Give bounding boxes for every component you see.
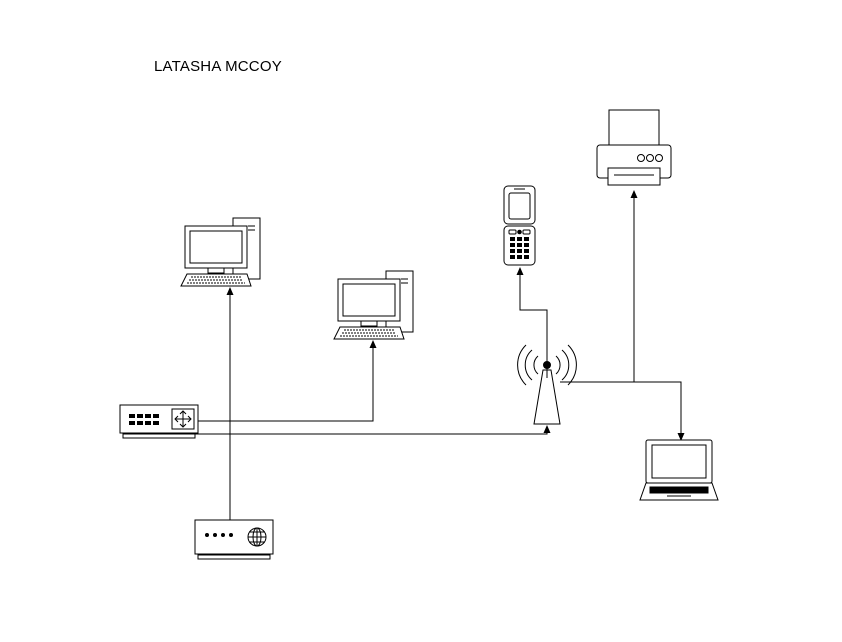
wireless-antenna-icon[interactable] (518, 345, 577, 424)
page-title: LATASHA MCCOY (154, 58, 282, 75)
desktop-computer-icon[interactable] (334, 271, 413, 339)
connector-wireless-laptop (560, 382, 685, 441)
modem-icon[interactable] (195, 520, 273, 559)
connector-wireless-printer (560, 190, 638, 382)
connector-wireless-phone (516, 267, 547, 370)
printer-icon[interactable] (597, 110, 671, 185)
connector-switch-desktop-1 (198, 287, 234, 421)
network-switch-icon[interactable] (120, 405, 198, 438)
connector-wireless-switch (152, 425, 551, 438)
desktop-computer-icon[interactable] (181, 218, 260, 286)
connector-switch-desktop-2 (198, 340, 377, 421)
mobile-phone-icon[interactable] (504, 186, 535, 265)
laptop-icon[interactable] (640, 440, 718, 500)
